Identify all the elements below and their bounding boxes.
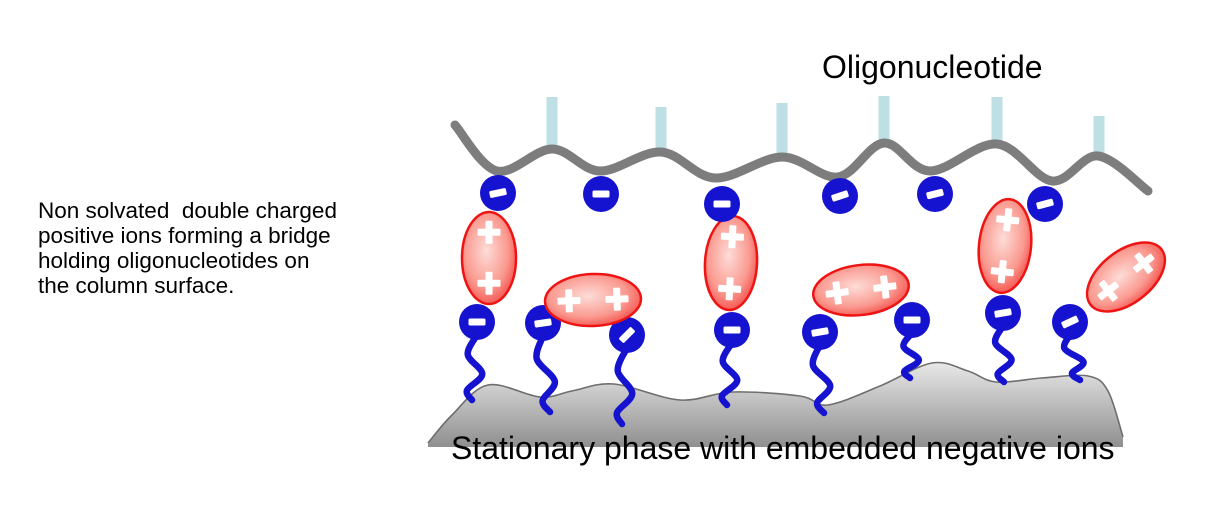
negative-ion — [1027, 186, 1063, 222]
plus-sign — [825, 281, 849, 305]
negative-ion — [480, 175, 516, 211]
positive-ion — [543, 272, 643, 328]
negative-ion — [894, 302, 930, 338]
minus-sign — [926, 188, 944, 200]
stationary-phase-edge — [427, 361, 1124, 444]
plus-bar-v — [485, 220, 493, 244]
plus-bar-v — [1134, 252, 1154, 274]
stationary-phase-surface — [427, 361, 1124, 447]
plus-sign — [996, 208, 1020, 232]
minus-sign — [994, 308, 1012, 318]
plus-sign — [477, 220, 501, 244]
plus-bar-v — [1098, 280, 1118, 302]
positive-ion — [703, 214, 759, 312]
stationary-phase-label: Stationary phase with embedded negative … — [451, 430, 1115, 466]
minus-sign — [723, 326, 741, 334]
positive-ion-body — [460, 210, 518, 306]
ion-tail — [463, 331, 486, 404]
base-tick — [878, 96, 890, 146]
plus-sign — [718, 277, 742, 301]
plus-sign — [1132, 252, 1155, 274]
base-tick — [776, 103, 788, 160]
plus-sign — [720, 225, 744, 249]
base-tick — [991, 97, 1003, 147]
positive-ion-body — [1085, 241, 1167, 313]
oligo-negative-charges — [480, 175, 1063, 222]
positive-ion — [977, 197, 1033, 295]
positive-ion — [1085, 241, 1167, 313]
minus-sign — [534, 318, 552, 328]
negative-ion — [609, 317, 645, 353]
plus-bar-v — [485, 271, 493, 295]
negative-ion — [985, 295, 1021, 331]
minus-sign — [1036, 198, 1054, 210]
ion-tails — [463, 322, 1087, 428]
base-tick — [546, 97, 558, 152]
negative-ion — [822, 178, 858, 214]
plus-bar-v — [997, 260, 1007, 284]
minus-sign — [592, 190, 610, 198]
plus-bar-v — [613, 287, 621, 311]
negative-ion — [917, 176, 953, 212]
oligonucleotide-label: Oligonucleotide — [822, 49, 1043, 85]
oligo-base-ticks — [546, 96, 1105, 160]
base-tick — [655, 107, 667, 155]
negative-ion — [704, 186, 740, 222]
negative-ion — [459, 304, 495, 340]
positive-bridge-ions — [460, 197, 1167, 328]
ion-tail — [718, 339, 741, 409]
ion-tail — [613, 344, 636, 428]
positive-ion-body — [543, 272, 643, 328]
minus-sign — [713, 200, 731, 208]
minus-sign — [468, 318, 486, 326]
plus-bar-v — [880, 275, 890, 299]
minus-sign — [619, 327, 635, 343]
ion-tail — [1060, 331, 1087, 384]
ion-tail — [991, 322, 1015, 386]
plus-bar-v — [832, 281, 842, 305]
plus-sign — [990, 260, 1015, 284]
minus-sign — [903, 316, 921, 324]
plus-sign — [605, 287, 629, 311]
plus-sign — [1097, 280, 1120, 302]
backbone-strand — [450, 120, 1153, 196]
negative-ion — [714, 312, 750, 348]
positive-ion — [460, 210, 518, 306]
ion-tail — [900, 329, 923, 382]
minus-sign — [489, 188, 507, 198]
plus-sign — [477, 271, 501, 295]
plus-bar-v — [1003, 208, 1013, 232]
minus-sign — [811, 327, 829, 337]
embedded-negative-ions — [459, 295, 1088, 353]
base-tick — [1093, 116, 1105, 159]
stationary-phase-body — [428, 362, 1123, 447]
plus-bar-v — [728, 225, 737, 249]
ion-tail — [809, 341, 834, 417]
positive-ion — [812, 263, 910, 317]
minus-sign — [1061, 315, 1079, 329]
oligonucleotide-backbone — [450, 120, 1153, 196]
plus-bar-v — [725, 277, 734, 301]
negative-ion — [583, 176, 619, 212]
negative-ion — [802, 314, 838, 350]
positive-ion-body — [977, 197, 1033, 295]
plus-sign — [873, 275, 897, 299]
plus-sign — [557, 289, 581, 313]
left-caption: Non solvated double charged positive ion… — [38, 198, 337, 298]
minus-sign — [831, 190, 849, 202]
negative-ion — [1052, 304, 1088, 340]
ion-tail — [533, 332, 559, 416]
plus-bar-v — [565, 289, 573, 313]
